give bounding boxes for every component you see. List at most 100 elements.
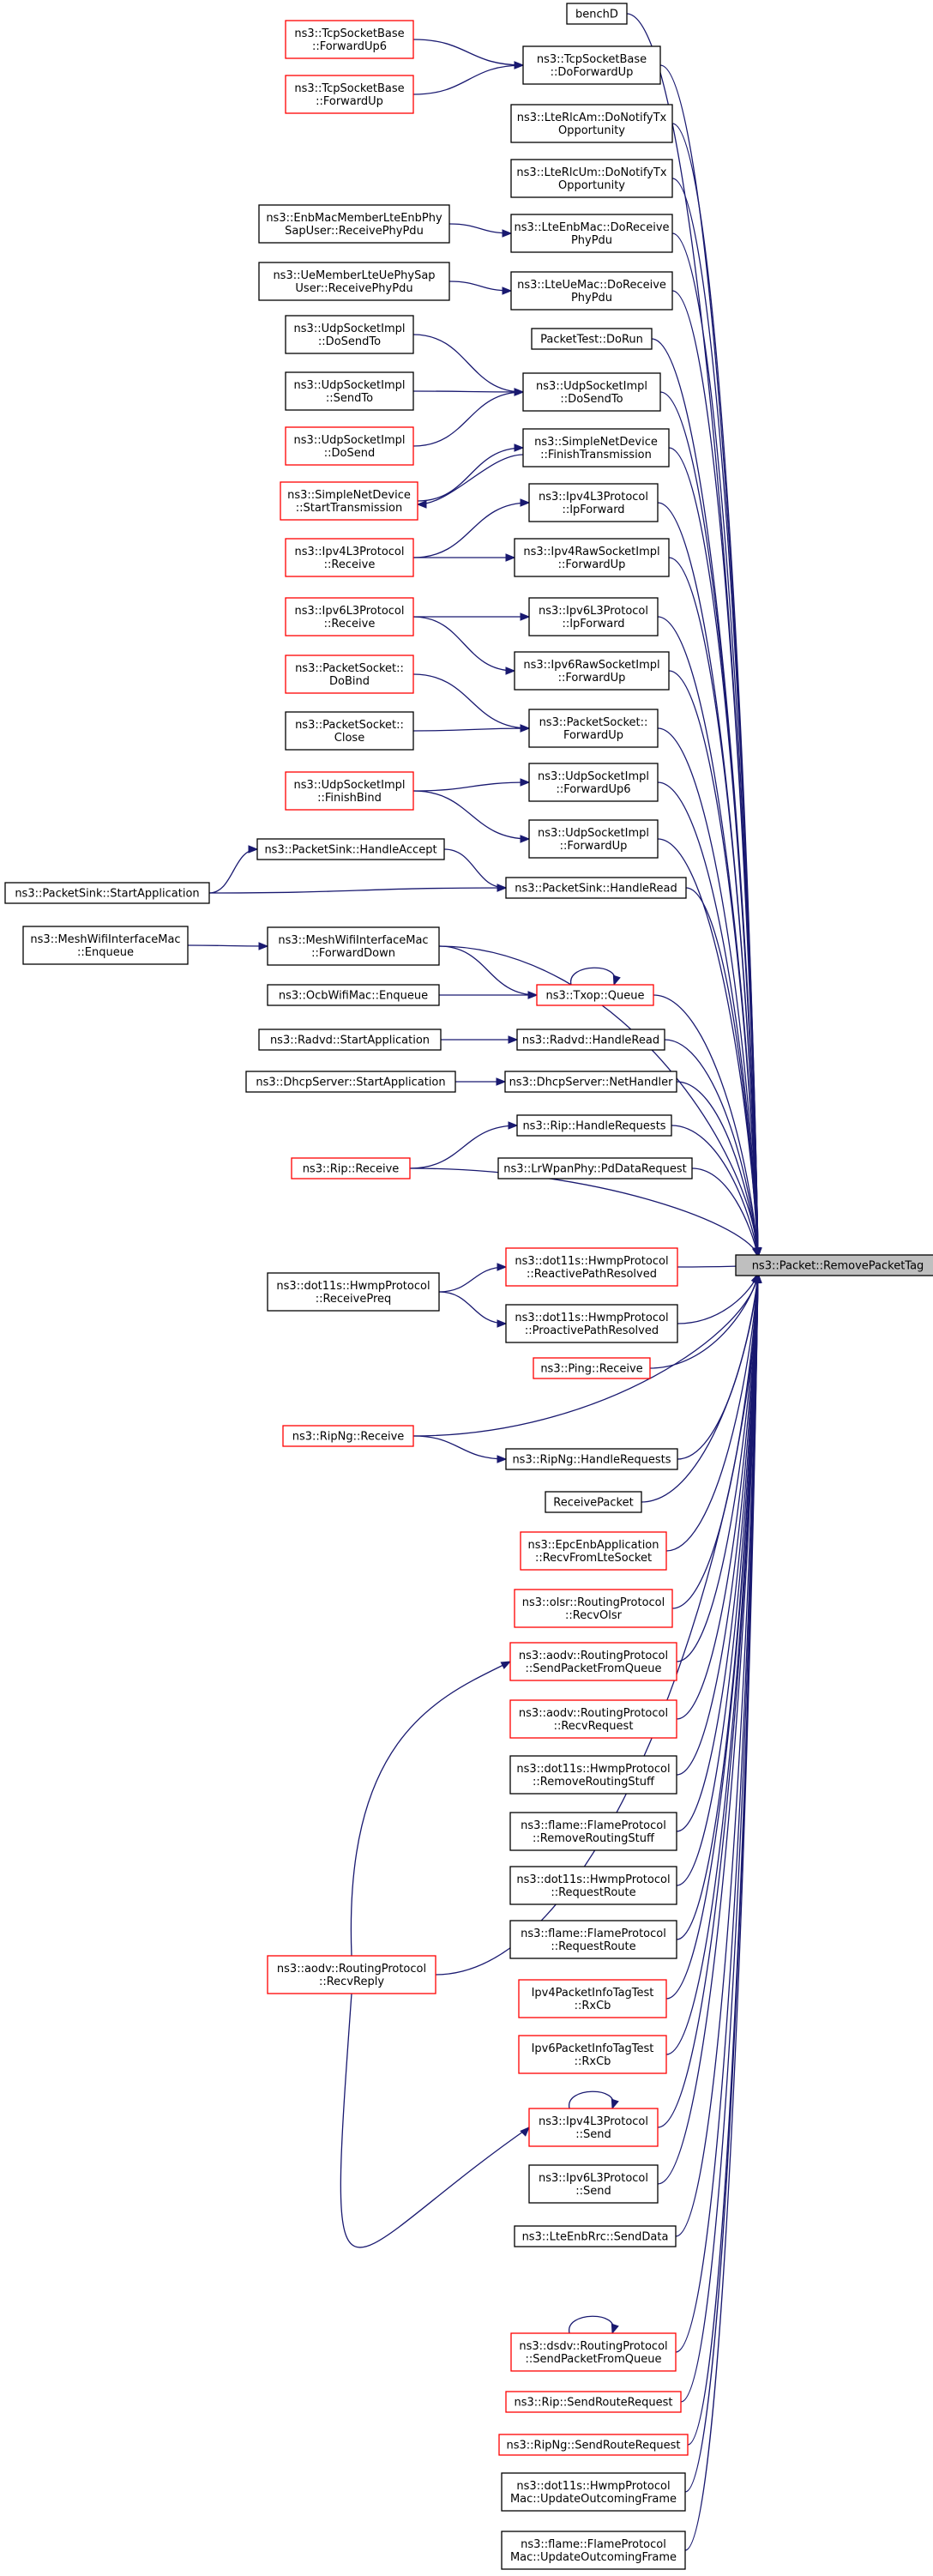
node-udpfwdup[interactable]: ns3::UdpSocketImpl::ForwardUp bbox=[528, 819, 659, 859]
node-ipv4infotag[interactable]: Ipv4PacketInfoTagTest::RxCb bbox=[518, 1979, 667, 2018]
node-hwmpreactive[interactable]: ns3::dot11s::HwmpProtocol::ReactivePathR… bbox=[505, 1247, 678, 1287]
node-box bbox=[504, 1071, 677, 1093]
node-ripnghandle[interactable]: ns3::RipNg::HandleRequests bbox=[505, 1448, 678, 1470]
edge-line bbox=[417, 454, 524, 505]
node-flameremove[interactable]: ns3::flame::FlameProtocol::RemoveRouting… bbox=[509, 1812, 677, 1851]
node-flamereqroute[interactable]: ns3::flame::FlameProtocol::RequestRoute bbox=[509, 1920, 677, 1959]
node-tcpfwd[interactable]: ns3::TcpSocketBase::ForwardUp bbox=[285, 75, 414, 114]
node-ipv4receive[interactable]: ns3::Ipv4L3Protocol::Receive bbox=[285, 538, 414, 577]
node-ipv4ipforward[interactable]: ns3::Ipv4L3Protocol::IpForward bbox=[528, 483, 659, 522]
node-udpfinishbind[interactable]: ns3::UdpSocketImpl::FinishBind bbox=[285, 771, 414, 811]
node-aodvrecvreq[interactable]: ns3::aodv::RoutingProtocol::RecvRequest bbox=[509, 1699, 677, 1739]
node-hwmpreqroute[interactable]: ns3::dot11s::HwmpProtocol::RequestRoute bbox=[509, 1866, 677, 1905]
node-ltesenddata[interactable]: ns3::LteEnbRrc::SendData bbox=[514, 2225, 677, 2247]
node-tcpdofwd[interactable]: ns3::TcpSocketBase::DoForwardUp bbox=[522, 45, 661, 85]
node-box bbox=[528, 2108, 659, 2147]
node-dhcpstart[interactable]: ns3::DhcpServer::StartApplication bbox=[245, 1071, 456, 1093]
node-dsdvsendq[interactable]: ns3::dsdv::RoutingProtocol::SendPacketFr… bbox=[510, 2332, 677, 2372]
node-label: ::ProactivePathResolved bbox=[525, 1324, 659, 1337]
node-udpdosend[interactable]: ns3::UdpSocketImpl::DoSend bbox=[285, 426, 414, 466]
node-sinkread[interactable]: ns3::PacketSink::HandleRead bbox=[505, 877, 687, 899]
node-psdobind[interactable]: ns3::PacketSocket::DoBind bbox=[285, 655, 414, 694]
node-psclose[interactable]: ns3::PacketSocket::Close bbox=[285, 711, 414, 751]
node-label: ns3::aodv::RoutingProtocol bbox=[519, 1650, 668, 1662]
node-label: Mac::UpdateOutcomingFrame bbox=[510, 2493, 677, 2506]
node-ipv6rawfwd[interactable]: ns3::Ipv6RawSocketImpl::ForwardUp bbox=[514, 651, 670, 691]
node-label: ::Send bbox=[575, 2128, 611, 2141]
node-label: ns3::dot11s::HwmpProtocol bbox=[516, 1763, 670, 1776]
node-aodvsendq[interactable]: ns3::aodv::RoutingProtocol::SendPacketFr… bbox=[509, 1642, 677, 1681]
node-psfwdup[interactable]: ns3::PacketSocket::ForwardUp bbox=[528, 709, 659, 748]
node-label: ForwardUp bbox=[563, 729, 623, 742]
node-hwmpremove[interactable]: ns3::dot11s::HwmpProtocol::RemoveRouting… bbox=[509, 1755, 677, 1795]
node-ripsendroute[interactable]: ns3::Rip::SendRouteRequest bbox=[505, 2391, 682, 2413]
node-packettest[interactable]: PacketTest::DoRun bbox=[531, 328, 653, 350]
node-label: ns3::UdpSocketImpl bbox=[536, 380, 647, 393]
edge-txopqueue-to-txopqueue bbox=[570, 967, 621, 986]
node-txopqueue[interactable]: ns3::Txop::Queue bbox=[536, 984, 654, 1006]
node-ipv6receive[interactable]: ns3::Ipv6L3Protocol::Receive bbox=[285, 597, 414, 636]
edge-line bbox=[657, 727, 759, 1258]
edge-simplefinish-to-simplestart bbox=[416, 454, 524, 509]
node-udpdosendto_l[interactable]: ns3::UdpSocketImpl::DoSendTo bbox=[285, 315, 414, 354]
node-ipv4send[interactable]: ns3::Ipv4L3Protocol::Send bbox=[528, 2108, 659, 2147]
node-hwmpproactive[interactable]: ns3::dot11s::HwmpProtocol::ProactivePath… bbox=[505, 1304, 678, 1343]
node-sinkaccept[interactable]: ns3::PacketSink::HandleAccept bbox=[256, 838, 445, 860]
node-ripreceive[interactable]: ns3::Rip::Receive bbox=[291, 1157, 411, 1179]
edge-psclose-to-psfwdup bbox=[412, 724, 531, 733]
node-label: ::Receive bbox=[324, 558, 376, 571]
node-label: ::RemoveRoutingStuff bbox=[533, 1832, 655, 1845]
edge-arrowhead bbox=[497, 1455, 508, 1463]
node-label: ns3::PacketSocket:: bbox=[295, 719, 404, 732]
node-sinkstart[interactable]: ns3::PacketSink::StartApplication bbox=[4, 882, 210, 904]
node-simplestart[interactable]: ns3::SimpleNetDevice::StartTransmission bbox=[280, 481, 418, 521]
node-radvdread[interactable]: ns3::Radvd::HandleRead bbox=[516, 1029, 665, 1051]
node-pingrecv[interactable]: ns3::Ping::Receive bbox=[533, 1357, 651, 1379]
node-receivepacket[interactable]: ReceivePacket bbox=[545, 1491, 642, 1513]
node-box bbox=[267, 926, 440, 966]
node-label: PhyPdu bbox=[571, 234, 612, 247]
node-lrwpan[interactable]: ns3::LrWpanPhy::PdDataRequest bbox=[497, 1157, 693, 1179]
node-simplefinish[interactable]: ns3::SimpleNetDevice::FinishTransmission bbox=[522, 428, 670, 468]
node-ipv6send[interactable]: ns3::Ipv6L3Protocol::Send bbox=[528, 2164, 659, 2204]
node-flamemac[interactable]: ns3::flame::FlameProtocolMac::UpdateOutc… bbox=[501, 2531, 686, 2570]
node-ripngreceive[interactable]: ns3::RipNg::Receive bbox=[282, 1425, 414, 1447]
node-label: ns3::RipNg::SendRouteRequest bbox=[507, 2440, 681, 2452]
node-aodvrecvreply[interactable]: ns3::aodv::RoutingProtocol::RecvReply bbox=[267, 1955, 436, 1994]
node-box bbox=[528, 597, 659, 636]
node-meshenqueue[interactable]: ns3::MeshWifiInterfaceMac::Enqueue bbox=[22, 926, 189, 965]
node-olsrrecv[interactable]: ns3::olsr::RoutingProtocol::RecvOlsr bbox=[514, 1589, 673, 1628]
node-radvdstart[interactable]: ns3::Radvd::StartApplication bbox=[258, 1029, 442, 1051]
node-uemember[interactable]: ns3::UeMemberLteUePhySapUser::ReceivePhy… bbox=[258, 262, 450, 301]
edge-uemember-to-uemacdorecv bbox=[448, 281, 513, 295]
node-udpsendto[interactable]: ns3::UdpSocketImpl::SendTo bbox=[285, 371, 414, 411]
node-hwmpmac[interactable]: ns3::dot11s::HwmpProtocolMac::UpdateOutc… bbox=[501, 2472, 686, 2512]
node-udpfwdup6[interactable]: ns3::UdpSocketImpl::ForwardUp6 bbox=[528, 763, 659, 802]
node-ripngsendroute[interactable]: ns3::RipNg::SendRouteRequest bbox=[498, 2434, 689, 2456]
node-enbmember[interactable]: ns3::EnbMacMemberLteEnbPhySapUser::Recei… bbox=[258, 204, 450, 244]
edge-line bbox=[664, 1039, 759, 1258]
node-target[interactable]: ns3::Packet::RemovePacketTag bbox=[735, 1254, 933, 1276]
node-ipv6ipforward[interactable]: ns3::Ipv6L3Protocol::IpForward bbox=[528, 597, 659, 636]
node-udpdosendto_r[interactable]: ns3::UdpSocketImpl::DoSendTo bbox=[522, 372, 661, 412]
node-tcpfwd6[interactable]: ns3::TcpSocketBase::ForwardUp6 bbox=[285, 20, 414, 59]
node-meshfwddown[interactable]: ns3::MeshWifiInterfaceMac::ForwardDown bbox=[267, 926, 440, 966]
node-box bbox=[514, 651, 670, 691]
edge-line bbox=[412, 673, 530, 729]
node-box bbox=[509, 1755, 677, 1795]
node-dhcpnet[interactable]: ns3::DhcpServer::NetHandler bbox=[504, 1071, 677, 1093]
node-ipv4rawfwd[interactable]: ns3::Ipv4RawSocketImpl::ForwardUp bbox=[514, 538, 670, 577]
node-ipv6infotag[interactable]: Ipv6PacketInfoTagTest::RxCb bbox=[518, 2035, 667, 2074]
node-ocbenqueue[interactable]: ns3::OcbWifiMac::Enqueue bbox=[267, 984, 440, 1006]
node-label: ns3::PacketSocket:: bbox=[295, 662, 404, 675]
node-box bbox=[22, 926, 189, 965]
node-benchD[interactable]: benchD bbox=[566, 3, 628, 25]
node-hwmpreqpreq[interactable]: ns3::dot11s::HwmpProtocol::ReceivePreq bbox=[267, 1272, 440, 1312]
node-label: ::ForwardUp6 bbox=[556, 783, 630, 796]
node-riphandle[interactable]: ns3::Rip::HandleRequests bbox=[516, 1114, 672, 1137]
node-epcrecv[interactable]: ns3::EpcEnbApplication::RecvFromLteSocke… bbox=[520, 1531, 667, 1571]
